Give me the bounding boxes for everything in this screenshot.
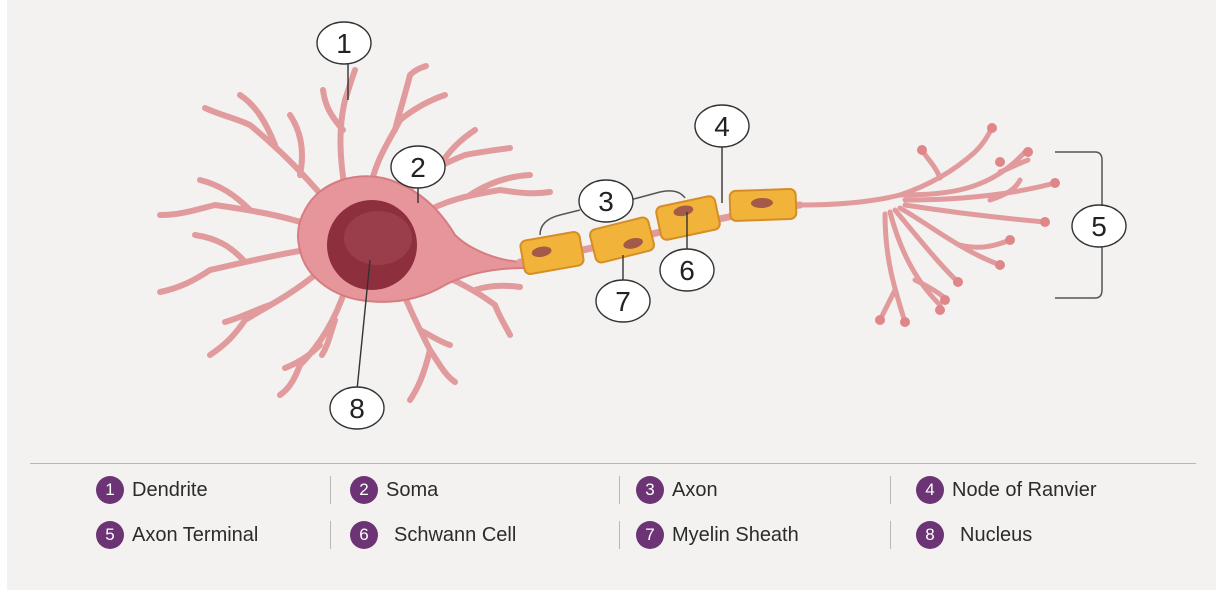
callout-5: 5 (1072, 205, 1126, 247)
callout-7-number: 7 (615, 286, 631, 317)
callout-6-number: 6 (679, 255, 695, 286)
callout-8: 8 (330, 387, 384, 429)
legend-badge: 4 (916, 476, 944, 504)
legend-badge: 7 (636, 521, 664, 549)
legend-item-dendrite: 1 Dendrite (96, 475, 208, 505)
legend-separator (619, 476, 620, 504)
legend-item-axon: 3 Axon (636, 475, 718, 505)
legend-badge: 3 (636, 476, 664, 504)
legend-item-soma: 2 Soma (350, 475, 438, 505)
callout-4: 4 (695, 105, 749, 147)
legend-label: Axon Terminal (132, 524, 258, 547)
legend-separator (619, 521, 620, 549)
legend-label: Node of Ranvier (952, 479, 1097, 502)
callout-3-number: 3 (598, 186, 614, 217)
axon-terminal-branches (800, 128, 1055, 322)
legend-item-schwann-cell: 6 Schwann Cell (350, 520, 516, 550)
callout-7: 7 (596, 280, 650, 322)
legend-item-node-of-ranvier: 4 Node of Ranvier (916, 475, 1097, 505)
legend-separator (330, 476, 331, 504)
legend-separator (330, 521, 331, 549)
callout-3: 3 (579, 180, 633, 222)
callout-1: 1 (317, 22, 371, 64)
legend-label: Schwann Cell (394, 524, 516, 547)
legend-badge: 2 (350, 476, 378, 504)
legend-badge: 6 (350, 521, 378, 549)
legend-item-axon-terminal: 5 Axon Terminal (96, 520, 258, 550)
legend-badge: 5 (96, 521, 124, 549)
callout-2-number: 2 (410, 152, 426, 183)
legend-badge: 8 (916, 521, 944, 549)
legend-separator (890, 521, 891, 549)
legend-badge: 1 (96, 476, 124, 504)
neuron-diagram: 1 2 3 4 5 6 7 8 (0, 0, 1216, 460)
callout-1-number: 1 (336, 28, 352, 59)
legend-item-myelin-sheath: 7 Myelin Sheath (636, 520, 799, 550)
legend-label: Dendrite (132, 479, 208, 502)
legend-label: Axon (672, 479, 718, 502)
callout-6: 6 (660, 249, 714, 291)
callout-4-number: 4 (714, 111, 730, 142)
callout-8-number: 8 (349, 393, 365, 424)
terminal-buttons (875, 123, 1060, 327)
legend-label: Soma (386, 479, 438, 502)
legend-divider (30, 463, 1196, 464)
legend-label: Myelin Sheath (672, 524, 799, 547)
callout-5-number: 5 (1091, 211, 1107, 242)
callout-2: 2 (391, 146, 445, 188)
legend-label: Nucleus (960, 524, 1032, 547)
legend-separator (890, 476, 891, 504)
legend-item-nucleus: 8 Nucleus (916, 520, 1032, 550)
